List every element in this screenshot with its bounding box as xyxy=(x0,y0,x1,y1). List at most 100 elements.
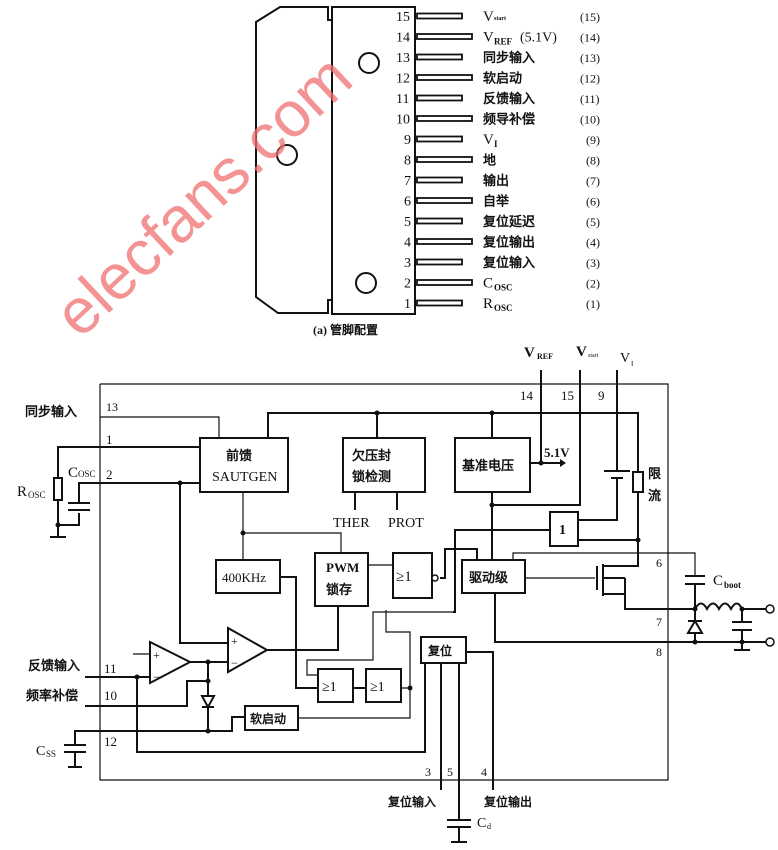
watermark: elecfans.com xyxy=(40,40,365,350)
svg-text:≥1: ≥1 xyxy=(322,680,337,695)
pin-11-number: 11 xyxy=(104,661,117,676)
pin-name: 输出 xyxy=(483,173,509,188)
svg-text:V: V xyxy=(620,351,630,366)
svg-text:−: − xyxy=(153,670,160,684)
vref-supply-label: V REF xyxy=(524,345,553,361)
css-label: C SS xyxy=(36,744,56,759)
svg-text:OSC: OSC xyxy=(28,490,46,500)
pin-lead xyxy=(416,135,463,143)
ref-out-label: 5.1V xyxy=(544,445,570,460)
pin-number: 10 xyxy=(396,113,410,128)
svg-text:驱动级: 驱动级 xyxy=(469,570,509,585)
pin-name: 地 xyxy=(483,153,496,168)
pin-lead xyxy=(416,217,463,225)
pin-13-number: 13 xyxy=(106,400,118,414)
pin-number: 4 xyxy=(404,236,411,251)
pin-10-number: 10 xyxy=(104,688,117,703)
pin-index: (8) xyxy=(586,154,600,168)
pin-5-number: 5 xyxy=(447,765,453,779)
pin-7-number: 7 xyxy=(656,615,662,629)
pin-lead xyxy=(416,53,463,61)
reset-output-label: 复位输出 xyxy=(483,794,532,809)
pin-lead xyxy=(416,33,473,40)
pin-number: 6 xyxy=(404,195,411,210)
pwm-latch-block: PWM 锁存 xyxy=(314,552,369,607)
pin-number: 13 xyxy=(396,51,410,66)
pin-lead xyxy=(416,238,473,245)
pin-number: 12 xyxy=(396,72,410,87)
svg-text:≥1: ≥1 xyxy=(396,569,412,585)
pin-lead xyxy=(416,258,463,266)
pin-name-subscript: OSC xyxy=(494,303,513,313)
svg-text:V: V xyxy=(524,345,535,361)
pin-12-number: 12 xyxy=(104,734,117,749)
pin-name: V xyxy=(483,30,494,46)
svg-text:d: d xyxy=(487,822,491,831)
or-gate-2: ≥1 xyxy=(365,668,402,703)
svg-text:PWM: PWM xyxy=(326,560,359,575)
pin-name: 自举 xyxy=(483,194,510,209)
svg-text:−: − xyxy=(231,656,238,670)
pin-number: 8 xyxy=(404,154,411,169)
pin-name: C xyxy=(483,276,493,292)
vref-block: 基准电压 xyxy=(454,437,531,493)
ic-boundary xyxy=(99,383,669,781)
pin-number: 9 xyxy=(404,133,411,148)
or-gate-1: ≥1 xyxy=(317,668,354,703)
rosc-label: R OSC xyxy=(17,484,46,500)
soft-start-block: 软启动 xyxy=(244,705,299,731)
pin-number: 14 xyxy=(396,31,410,46)
current-limit-label-1: 限 xyxy=(648,466,662,481)
svg-text:+: + xyxy=(231,634,238,648)
pin-index: (9) xyxy=(586,133,600,147)
pwm-comparator: + − xyxy=(227,626,270,674)
pin-number: 11 xyxy=(396,92,409,107)
diode-icon xyxy=(200,695,216,710)
pin-index: (4) xyxy=(586,236,600,250)
mounting-hole xyxy=(276,144,298,166)
pin-index: (5) xyxy=(586,215,600,229)
svg-text:锁检测: 锁检测 xyxy=(352,469,391,484)
pin-lead xyxy=(416,156,473,163)
svg-text:1: 1 xyxy=(559,523,566,538)
uvlo-block: 欠压封 锁检测 xyxy=(342,437,426,493)
pin-index: (14) xyxy=(580,31,600,45)
reset-block: 复位 xyxy=(420,636,467,664)
pin-name: V xyxy=(483,132,494,148)
pin-8-number: 8 xyxy=(656,645,662,659)
svg-text:SS: SS xyxy=(46,749,56,759)
pin-name: 复位延迟 xyxy=(482,214,535,229)
pin-number: 3 xyxy=(404,256,411,271)
svg-text:boot: boot xyxy=(724,580,741,590)
pin-index: (10) xyxy=(580,113,600,127)
pin-number: 2 xyxy=(404,277,411,292)
reset-input-label: 复位输入 xyxy=(387,794,436,809)
ground-terminal xyxy=(765,637,775,647)
svg-text:OSC: OSC xyxy=(78,469,96,479)
pin-1-number: 1 xyxy=(106,432,113,447)
svg-text:400KHz: 400KHz xyxy=(222,570,266,585)
pin-name-subscript: I xyxy=(494,139,498,149)
pin-6-number: 6 xyxy=(656,556,662,570)
pin-number: 1 xyxy=(404,297,411,312)
svg-text:+: + xyxy=(153,648,160,662)
svg-text:C: C xyxy=(36,744,45,759)
sautgen-block: 前馈 SAUTGEN xyxy=(199,437,289,493)
svg-text:I: I xyxy=(631,360,634,368)
pin-lead xyxy=(416,94,463,102)
pin-name: 频导补偿 xyxy=(483,112,535,127)
pin-lead xyxy=(416,176,463,184)
svg-text:V: V xyxy=(576,344,587,360)
pin-name: 复位输出 xyxy=(482,235,535,250)
pin-lead xyxy=(416,279,473,286)
pin-name: V xyxy=(483,9,494,25)
pin-index: (6) xyxy=(586,195,600,209)
mounting-hole xyxy=(355,272,377,294)
output-terminal xyxy=(765,604,775,614)
pin-number: 15 xyxy=(396,10,410,25)
pin-14-number: 14 xyxy=(520,388,534,403)
pin-9-number: 9 xyxy=(598,388,605,403)
pin-3-number: 3 xyxy=(425,765,431,779)
